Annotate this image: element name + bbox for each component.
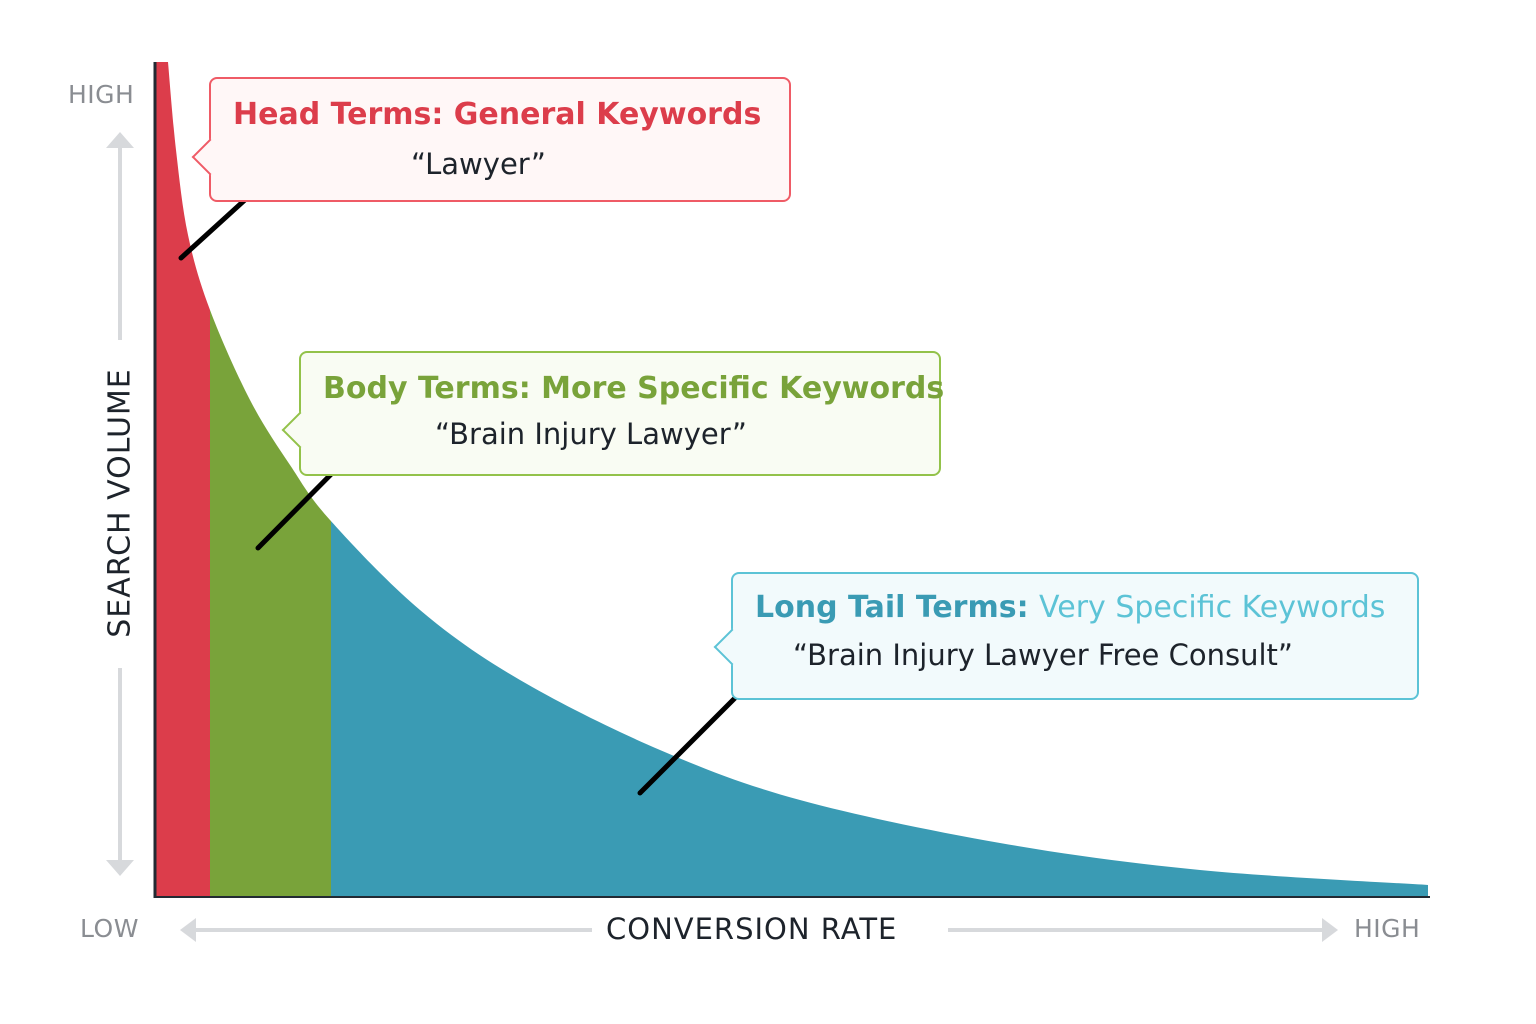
- body-terms-area: [210, 310, 331, 897]
- head-terms-callout: Head Terms: General Keywords “Lawyer”: [191, 77, 791, 202]
- head-terms-area: [155, 62, 210, 897]
- long-tail-terms-subtitle: Very Specific Keywords: [1039, 590, 1386, 625]
- x-axis-arrow: [180, 918, 1338, 942]
- head-terms-example: “Lawyer”: [411, 147, 546, 181]
- y-axis-arrow: [106, 132, 134, 876]
- body-terms-callout: Body Terms: More Specific Keywords “Brai…: [281, 351, 945, 476]
- y-axis-high-label: HIGH: [68, 80, 135, 109]
- x-axis-high-label: HIGH: [1354, 914, 1421, 943]
- head-terms-title: Head Terms: General Keywords: [233, 97, 762, 132]
- body-terms-example: “Brain Injury Lawyer”: [435, 417, 747, 451]
- long-tail-terms-callout: Long Tail Terms: Very Specific Keywords …: [713, 572, 1419, 700]
- x-axis-label: CONVERSION RATE: [606, 912, 898, 946]
- long-tail-terms-title: Long Tail Terms:: [755, 590, 1029, 625]
- y-axis-label: SEARCH VOLUME: [102, 358, 138, 648]
- body-terms-title: Body Terms: More Specific Keywords: [323, 371, 945, 406]
- x-axis-low-label: LOW: [80, 914, 139, 943]
- long-tail-terms-example: “Brain Injury Lawyer Free Consult”: [793, 638, 1293, 672]
- long-tail-terms-area: [331, 521, 1428, 897]
